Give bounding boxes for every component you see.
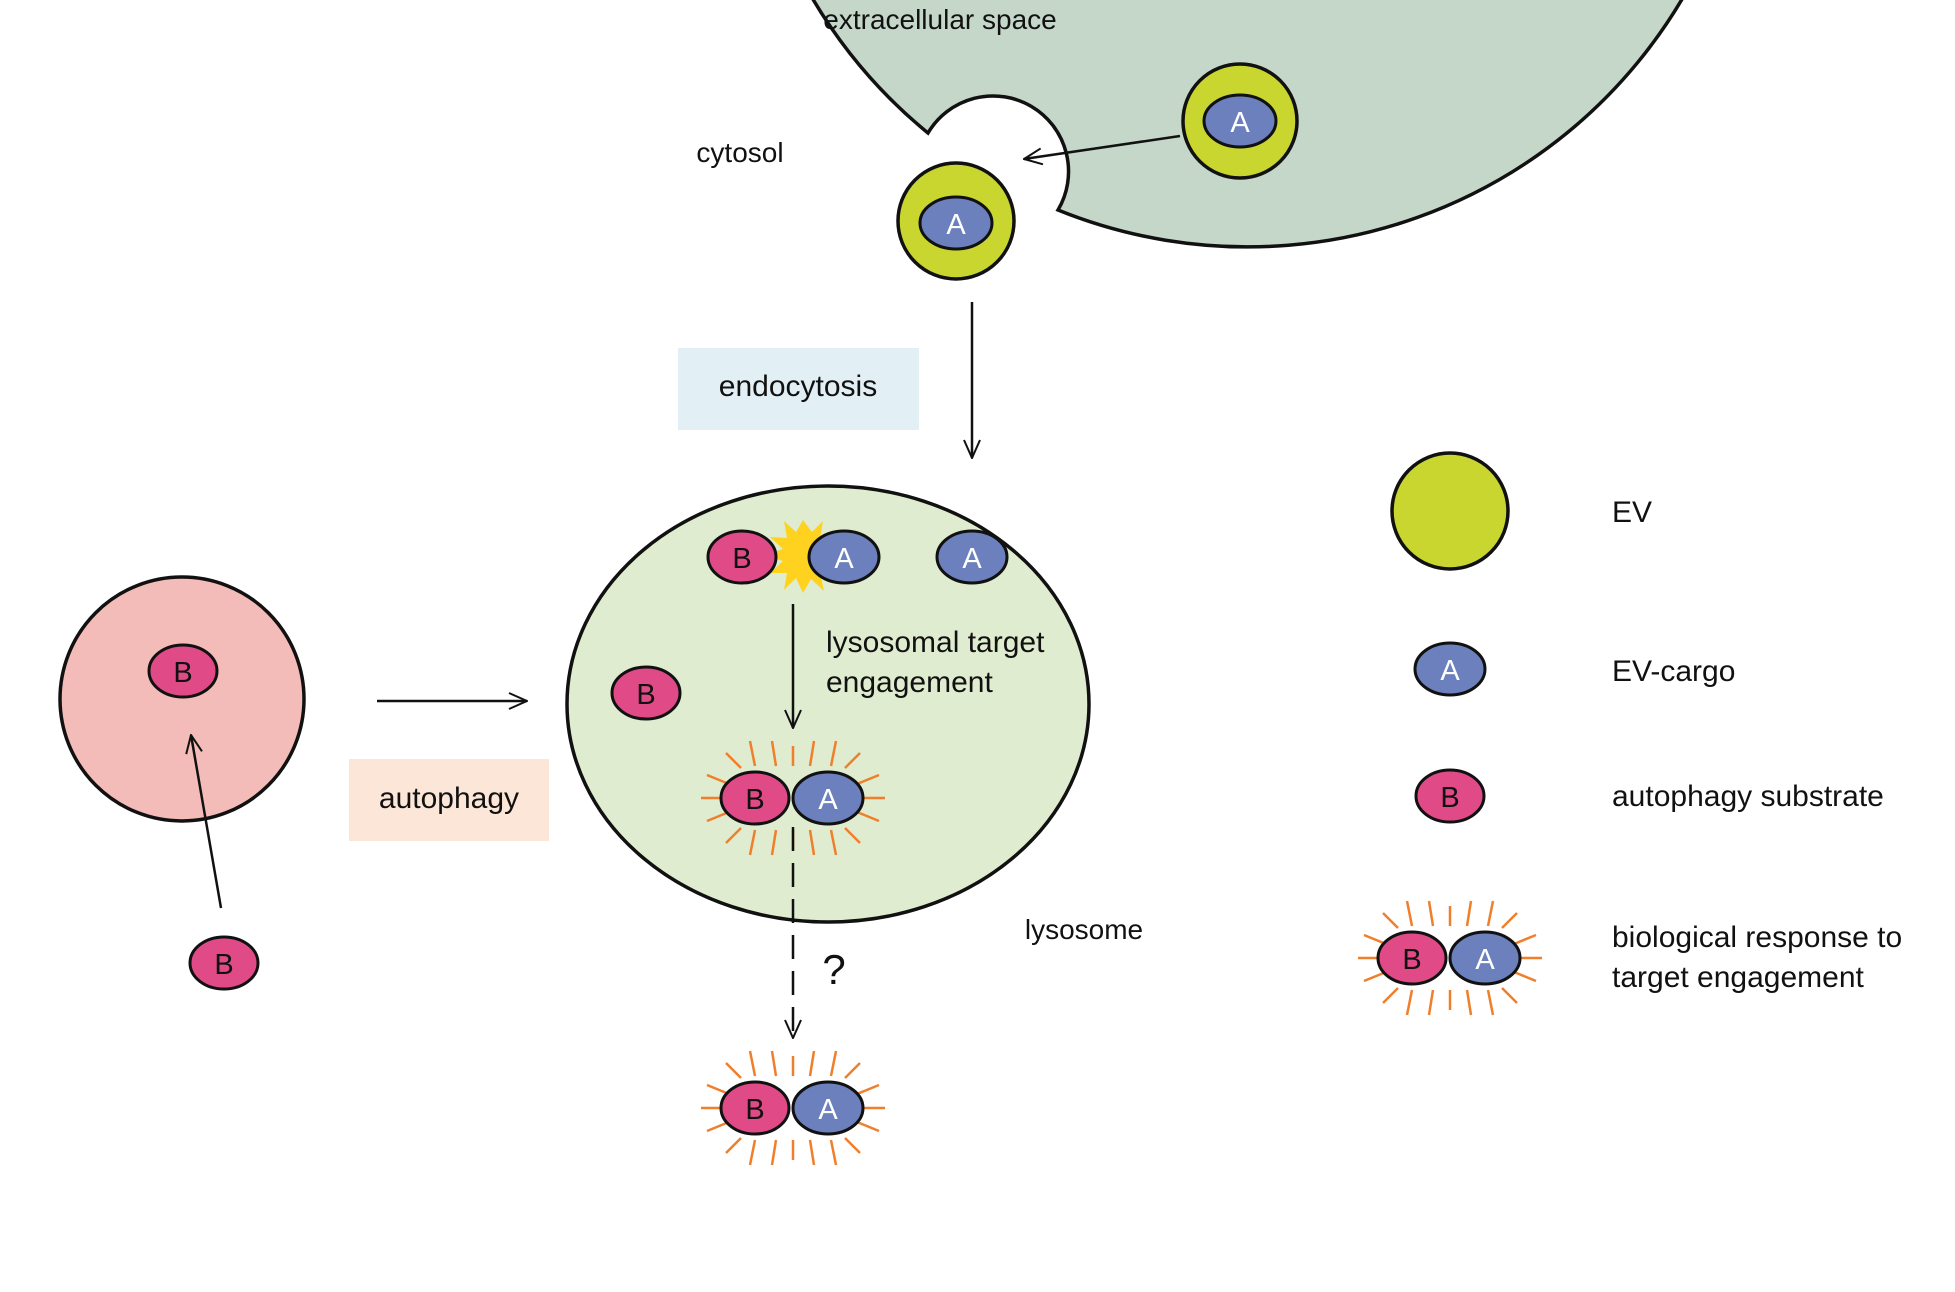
autophagy-label: autophagy [379, 782, 519, 815]
substrate-uptake-arrow [191, 735, 223, 909]
legend-substrate-icon [1414, 768, 1486, 824]
engagement-star [765, 520, 842, 593]
ev-cargo-letter: A [946, 209, 966, 241]
ev-cargo-letter: A [818, 784, 838, 816]
extracellular-ev: A [1181, 62, 1299, 180]
substrate-letter: B [1402, 944, 1421, 976]
substrate-letter: B [214, 949, 233, 981]
legend-response-label-line1: biological response to [1612, 921, 1902, 954]
ev-cargo-letter: A [834, 543, 854, 575]
legend-ev-label: EV [1612, 496, 1652, 529]
substrate-letter: B [732, 543, 751, 575]
autophagy-substrate-icon [706, 529, 778, 585]
ev-cargo-letter: A [1230, 107, 1250, 139]
autophagy-substrate-icon [610, 665, 682, 721]
substrate-letter: B [745, 784, 764, 816]
ev-cargo-icon [791, 770, 865, 826]
lysosome [565, 484, 1091, 924]
ev-cargo-letter: A [962, 543, 982, 575]
legend-ev-icon [1390, 451, 1510, 571]
legend-substrate-letter: B [1440, 782, 1459, 814]
endocytic-vesicle: A [896, 161, 1016, 281]
lysosome-label: lysosome [1025, 914, 1143, 945]
question-mark: ? [822, 946, 845, 993]
lysosomal-target-engagement-label-line2: engagement [826, 666, 993, 699]
legend-ev-cargo-label: EV-cargo [1612, 655, 1735, 688]
ev-cargo-icon [807, 529, 881, 585]
legend: EV A EV-cargo B autophagy substrate B A … [1356, 451, 1902, 1017]
lysosomal-target-engagement-label-line1: lysosomal target [826, 626, 1045, 659]
autophagy-substrate-icon [1376, 930, 1448, 986]
cytosol-label: cytosol [696, 137, 783, 168]
autophagy-substrate-icon [147, 643, 219, 699]
legend-ev-cargo-icon [1413, 641, 1487, 697]
substrate-letter: B [636, 679, 655, 711]
ev-cargo-icon [918, 195, 994, 251]
substrate-letter: B [745, 1094, 764, 1126]
legend-response-icon: B A [1356, 899, 1544, 1017]
legend-ev-cargo-letter: A [1440, 655, 1460, 687]
autophagosome [58, 575, 306, 823]
legend-response-label-line2: target engagement [1612, 961, 1865, 994]
autophagy-box [349, 759, 549, 841]
ev-cargo-icon [1448, 930, 1522, 986]
autophagy-substrate-icon [719, 1080, 791, 1136]
legend-substrate-label: autophagy substrate [1612, 780, 1884, 813]
extracellular-space-label: extracellular space [823, 4, 1056, 35]
substrate-letter: B [173, 657, 192, 689]
response-in-cytosol: B A [699, 1049, 887, 1167]
autophagy-substrate-icon [188, 935, 260, 991]
endocytosis-label: endocytosis [719, 370, 877, 403]
autophagy-substrate-icon [719, 770, 791, 826]
ev-cargo-letter: A [1475, 944, 1495, 976]
ev-cargo-icon [1202, 93, 1278, 149]
uptake-arrow [1024, 134, 1181, 159]
ev-cargo-icon [791, 1080, 865, 1136]
ev-cargo-icon [935, 529, 1009, 585]
ev-cargo-letter: A [818, 1094, 838, 1126]
endocytosis-box [678, 348, 919, 430]
response-in-lysosome: B A [699, 739, 887, 857]
